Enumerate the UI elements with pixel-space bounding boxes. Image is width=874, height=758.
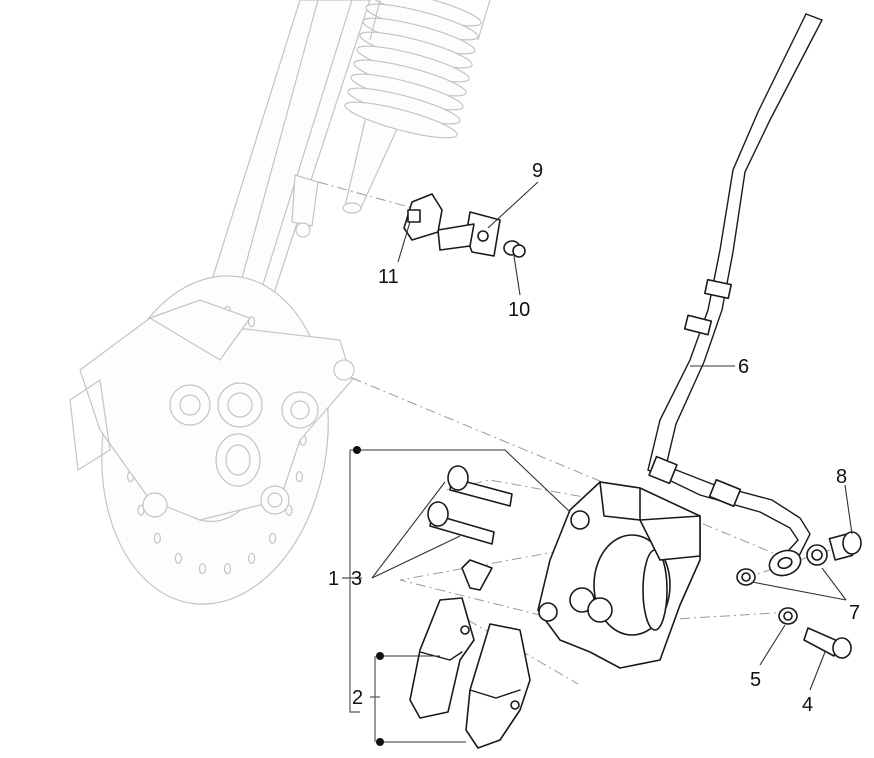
disc-vent-hole — [223, 563, 232, 575]
caliper-washer — [778, 607, 798, 625]
bullet-dot — [376, 652, 384, 660]
callout-7: 7 — [849, 602, 860, 624]
callout-4: 4 — [802, 694, 813, 716]
disc-vent-hole — [285, 504, 293, 516]
disc-vent-hole — [248, 552, 256, 564]
callout-6: 6 — [738, 356, 749, 378]
disc-vent-hole — [269, 532, 277, 544]
brake-caliper — [537, 481, 701, 669]
bullet-dot — [376, 738, 384, 746]
callout-9: 9 — [532, 160, 543, 182]
callout-1: 1 — [328, 568, 339, 590]
disc-vent-hole — [248, 316, 256, 328]
callout-8: 8 — [836, 466, 847, 488]
spring-coil — [344, 101, 458, 139]
brake-pads — [409, 597, 531, 749]
callout-10: 10 — [508, 299, 530, 321]
brake-hose — [647, 13, 823, 577]
hose-washers — [736, 544, 828, 586]
callout-5: 5 — [750, 669, 761, 691]
shock-spring-ghost — [342, 0, 491, 214]
disc-vent-hole — [295, 471, 303, 483]
callout-3: 3 — [351, 568, 362, 590]
leader-lines — [342, 181, 853, 746]
bullet-dot — [353, 446, 361, 454]
disc-vent-hole — [198, 563, 207, 575]
banjo-bolt — [828, 531, 862, 561]
pad-spring — [461, 559, 493, 591]
clip-nut — [403, 193, 443, 241]
caliper-pins — [427, 465, 513, 545]
disc-vent-hole — [174, 552, 182, 564]
disc-vent-hole — [153, 532, 161, 544]
clip-bolt — [503, 240, 526, 258]
callout-11: 11 — [378, 266, 399, 288]
caliper-bolt — [803, 627, 852, 659]
callout-2: 2 — [352, 687, 363, 709]
hose-clip — [437, 211, 501, 257]
mounted-caliper-ghost — [69, 299, 355, 521]
